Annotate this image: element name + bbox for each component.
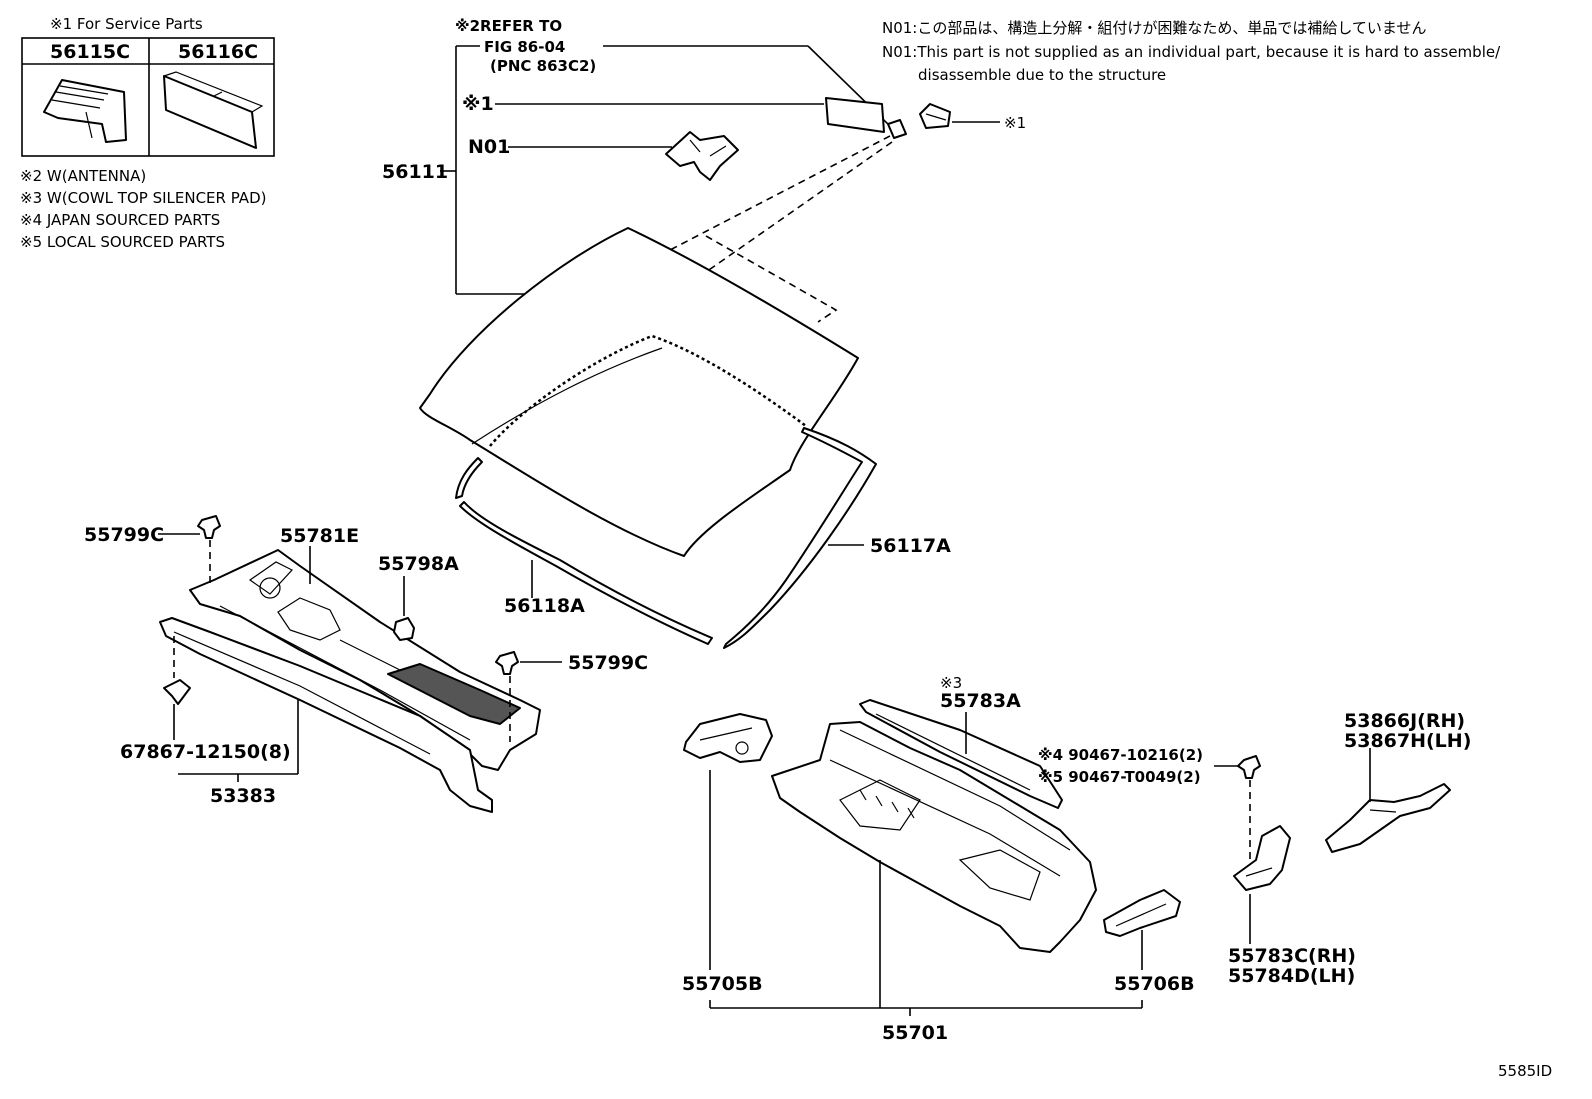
- label-mark3: ※3: [940, 674, 962, 692]
- part-56116C: 56116C: [178, 41, 258, 63]
- clip-67867: [163, 679, 191, 705]
- label-90467-b: ※5 90467-T0049(2): [1038, 768, 1201, 786]
- label-55783A: 55783A: [940, 690, 1021, 712]
- cowl-mesh-panel: [387, 663, 521, 725]
- label-90467-a: ※4 90467-10216(2): [1038, 746, 1203, 764]
- label-55799C-mid: 55799C: [568, 652, 648, 674]
- n01-bracket-part: [665, 131, 739, 181]
- label-53383: 53383: [210, 785, 276, 807]
- clip-56115C-icon: [43, 79, 127, 143]
- refer-line-1: ※2REFER TO: [455, 17, 562, 35]
- cowl-panel-55701: [771, 721, 1097, 953]
- label-mark1-left: ※1: [462, 93, 494, 115]
- label-55784D: 55784D(LH): [1228, 965, 1355, 987]
- molding-56118A: [455, 457, 713, 645]
- bracket-55783C: [1233, 825, 1291, 891]
- windshield-glass: [419, 227, 859, 557]
- service-box-title: ※1 For Service Parts: [50, 15, 203, 33]
- molding-56117A: [723, 427, 877, 649]
- label-55701: 55701: [882, 1022, 948, 1044]
- n01-note: N01:この部品は、構造上分解・組付けが困難なため、単品では補給していません N…: [882, 19, 1501, 84]
- clip-55799C-mid: [495, 651, 519, 675]
- label-56117A: 56117A: [870, 535, 951, 557]
- label-55706B: 55706B: [1114, 973, 1195, 995]
- pad-56116C-icon: [163, 71, 264, 149]
- bracket-55706B: [1103, 889, 1181, 937]
- seal-53866J: [1325, 783, 1451, 853]
- service-clip-part: [919, 103, 951, 129]
- n01-note-en-1: N01:This part is not supplied as an indi…: [882, 43, 1501, 61]
- note-5: ※5 LOCAL SOURCED PARTS: [20, 233, 225, 251]
- bracket-56111: 56111 ※1 N01: [382, 46, 824, 295]
- label-55783C: 55783C(RH): [1228, 945, 1356, 967]
- note-3: ※3 W(COWL TOP SILENCER PAD): [20, 189, 266, 207]
- label-mark1-right: ※1: [1004, 114, 1026, 132]
- clip-55798A: [393, 617, 415, 641]
- label-55705B: 55705B: [682, 973, 763, 995]
- silencer-pad-55783A: [859, 699, 1063, 809]
- clip-90467: [1237, 755, 1261, 779]
- legend-notes: ※2 W(ANTENNA) ※3 W(COWL TOP SILENCER PAD…: [20, 167, 266, 251]
- clip-55799C-top: [197, 515, 221, 539]
- label-53866J: 53866J(RH): [1344, 710, 1465, 732]
- label-56118A: 56118A: [504, 595, 585, 617]
- label-55798A: 55798A: [378, 553, 459, 575]
- service-parts-box: ※1 For Service Parts 56115C 56116C: [21, 15, 275, 157]
- label-67867: 67867-12150(8): [120, 741, 291, 763]
- n01-note-en-2: disassemble due to the structure: [918, 66, 1166, 84]
- part-56115C: 56115C: [50, 41, 130, 63]
- bracket-55705B: [683, 713, 773, 763]
- label-55799C-top: 55799C: [84, 524, 164, 546]
- note-2: ※2 W(ANTENNA): [20, 167, 146, 185]
- cowl-louver-55781E: [189, 549, 541, 771]
- refer-line-2: FIG 86-04: [484, 38, 565, 56]
- label-56111: 56111: [382, 161, 448, 183]
- note-4: ※4 JAPAN SOURCED PARTS: [20, 211, 220, 229]
- label-n01: N01: [468, 136, 510, 158]
- label-53867H: 53867H(LH): [1344, 730, 1471, 752]
- label-55781E: 55781E: [280, 525, 359, 547]
- cowl-lower-53383: [159, 617, 493, 813]
- n01-note-jp: N01:この部品は、構造上分解・組付けが困難なため、単品では補給していません: [882, 19, 1426, 37]
- refer-line-3: (PNC 863C2): [490, 57, 596, 75]
- diagram-id: 5585ID: [1498, 1062, 1552, 1080]
- antenna-pad-part: [825, 97, 885, 133]
- antenna-clip-part: [887, 119, 907, 139]
